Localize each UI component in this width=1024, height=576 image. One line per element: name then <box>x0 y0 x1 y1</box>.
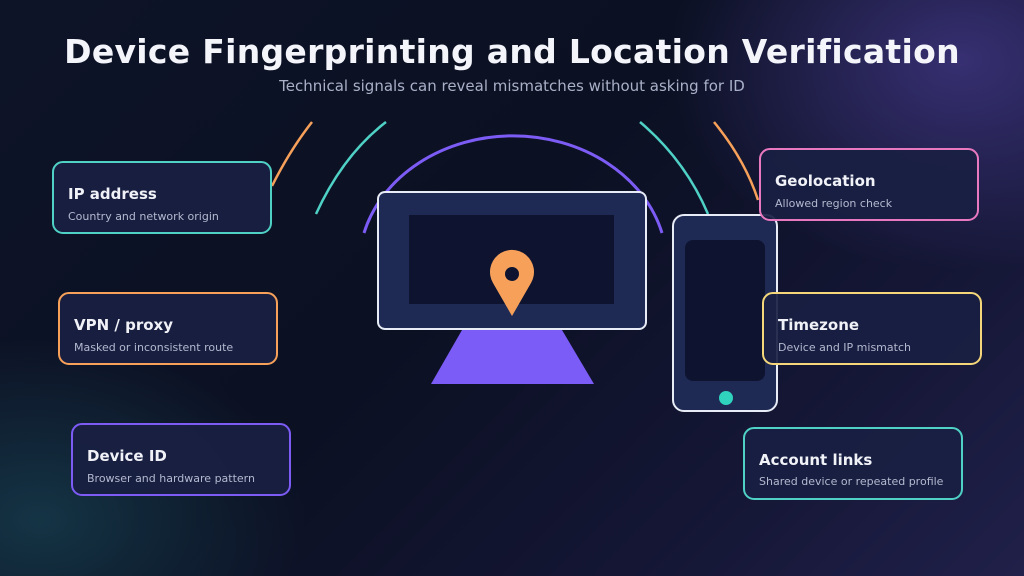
signal-card-vpn-proxy: VPN / proxy Masked or inconsistent route <box>58 292 278 365</box>
signal-card-title: Timezone <box>778 316 860 334</box>
signal-card-desc: Masked or inconsistent route <box>74 341 234 354</box>
page-subtitle: Technical signals can reveal mismatches … <box>279 77 745 95</box>
signal-card-title: Account links <box>759 451 873 469</box>
signal-arc-outer-left <box>270 121 313 187</box>
phone-screen <box>685 240 765 381</box>
signal-arc-top <box>362 134 664 234</box>
signal-card-timezone: Timezone Device and IP mismatch <box>762 292 982 365</box>
signal-card-account-links: Account links Shared device or repeated … <box>743 427 963 500</box>
signal-card-title: Device ID <box>87 447 167 465</box>
signal-card-desc: Browser and hardware pattern <box>87 472 255 485</box>
signal-card-geolocation: Geolocation Allowed region check <box>759 148 979 221</box>
signal-arc-inner-left <box>314 121 387 215</box>
signal-arc-outer-right <box>713 121 760 201</box>
phone-icon <box>672 214 778 412</box>
signal-arc-inner-right <box>639 121 710 215</box>
signal-card-desc: Country and network origin <box>68 210 219 223</box>
signal-card-device-id: Device ID Browser and hardware pattern <box>71 423 291 496</box>
phone-button <box>719 391 733 405</box>
signal-card-title: Geolocation <box>775 172 876 190</box>
signal-card-desc: Shared device or repeated profile <box>759 475 944 488</box>
page-title: Device Fingerprinting and Location Verif… <box>64 32 960 71</box>
signal-card-desc: Allowed region check <box>775 197 893 210</box>
signal-card-title: VPN / proxy <box>74 316 173 334</box>
signal-card-desc: Device and IP mismatch <box>778 341 911 354</box>
signal-card-title: IP address <box>68 185 157 203</box>
monitor-stand <box>431 330 594 384</box>
signal-card-ip-address: IP address Country and network origin <box>52 161 272 234</box>
location-pin-icon <box>490 249 534 316</box>
